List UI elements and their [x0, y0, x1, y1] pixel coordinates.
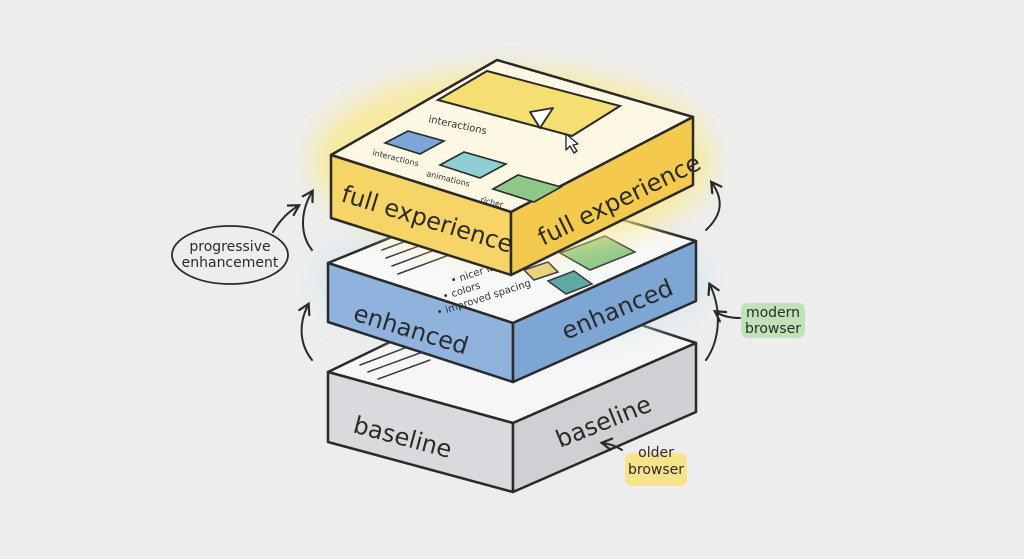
baseline-line-1 — [359, 345, 411, 366]
older-pointer-arrow — [599, 437, 623, 451]
annotation-progressive-enhancement: progressive enhancement — [171, 204, 302, 285]
modern-pointer-arrow — [712, 309, 741, 323]
left-arrows — [298, 188, 314, 361]
modern-label-line-1: modern — [746, 305, 800, 321]
play-icon — [529, 107, 554, 129]
progressive-pointer-arrow — [272, 204, 302, 233]
baseline-line-2 — [367, 352, 421, 373]
full-experience-right-face — [509, 115, 695, 277]
enhanced-tile-yellow — [522, 261, 560, 281]
arrow-up-left-lower — [298, 301, 313, 361]
progressive-label-line-1: progressive — [189, 239, 270, 255]
arrow-up-right-lower — [705, 281, 720, 361]
tile-interactions — [382, 130, 447, 155]
enhanced-tile-teal — [546, 270, 594, 295]
cursor-icon — [565, 133, 579, 154]
tile-animations — [437, 151, 509, 179]
enhanced-right-face — [511, 239, 698, 384]
annotation-older-browser: older browser — [599, 437, 687, 486]
older-highlight — [625, 453, 687, 486]
video-area — [435, 69, 623, 138]
layer-full-experience: interactions interactions animations ric… — [312, 58, 712, 277]
annotation-modern-browser: modern browser — [712, 303, 805, 338]
progressive-label-line-2: enhancement — [182, 255, 279, 271]
baseline-right-face — [511, 341, 698, 494]
progressive-enhancement-bubble — [171, 225, 289, 285]
arrow-up-right-upper — [705, 180, 723, 231]
right-arrows — [705, 180, 723, 361]
modern-label-line-2: browser — [745, 321, 801, 337]
arrow-up-left-upper — [301, 188, 314, 251]
older-label-line-1: older — [638, 445, 674, 461]
modern-highlight — [741, 303, 805, 338]
tile-richer — [490, 174, 564, 203]
older-label-line-2: browser — [628, 462, 684, 478]
baseline-line-3 — [377, 359, 431, 380]
